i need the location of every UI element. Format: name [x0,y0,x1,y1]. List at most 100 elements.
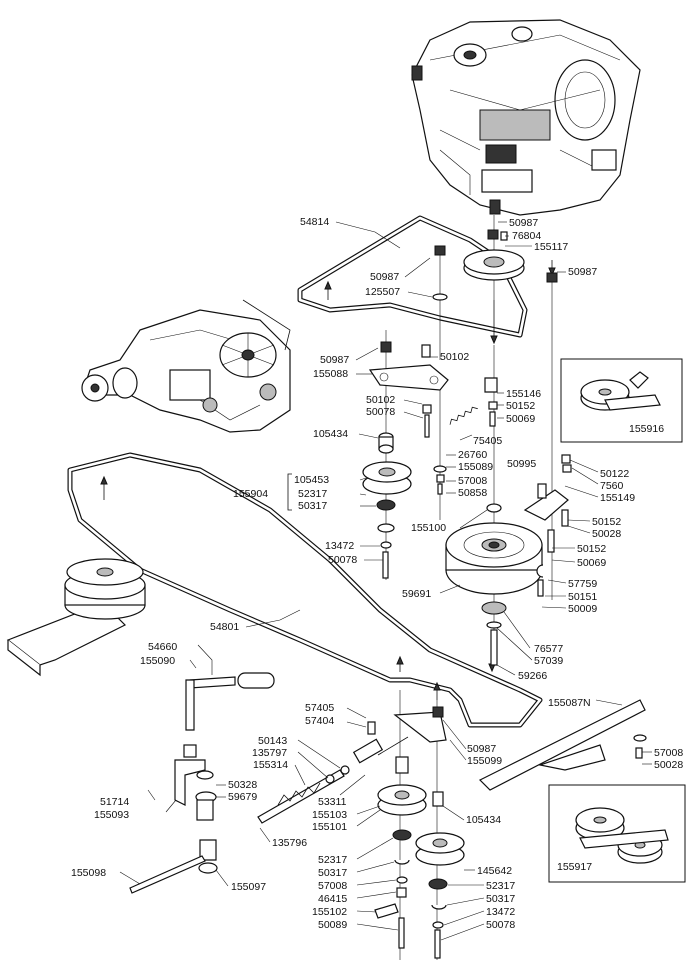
electric-clutch [433,465,543,666]
callout: 46415 [318,893,347,905]
callout: 135796 [272,837,307,849]
callout: 54814 [300,216,329,228]
callout: 52317 [298,488,327,500]
callout: 50317 [298,500,327,512]
callout: 50143 [258,735,287,747]
callout: 105434 [313,428,348,440]
transaxle-leader [242,299,291,351]
callout: 155093 [94,809,129,821]
detail-box-155917 [548,784,686,883]
callout: 57008 [654,747,683,759]
callout: 105453 [294,474,329,486]
callout: 155149 [600,492,635,504]
callout: 50317 [318,867,347,879]
callout: 76804 [512,230,541,242]
callout: 50987 [568,266,597,278]
idler-pulley-155904 [362,461,412,579]
callout: 76577 [534,643,563,655]
lower-idler-pulleys [374,756,465,959]
callout-labels: 54814 50987 76804 155117 50987 50987 125… [71,216,683,931]
tension-spring [277,782,321,806]
callout: 50152 [506,400,535,412]
callout: 51714 [100,796,129,808]
callout: 59266 [518,670,547,682]
callout: 75405 [473,435,502,447]
callout: 50987 [320,354,349,366]
callout: 50078 [328,554,357,566]
idler-nuts [380,245,558,358]
callout: 155087N [548,697,591,709]
callout: 59691 [402,588,431,600]
callout: 50078 [486,919,515,931]
callout: 50317 [486,893,515,905]
callout: 57405 [305,702,334,714]
callout: 155102 [312,906,347,918]
callout: 7560 [600,480,624,492]
callout: 145642 [477,865,512,877]
callout: 155117 [534,241,568,253]
deck-pulley-assembly [6,558,146,677]
callout: 155098 [71,867,106,879]
callout: 50028 [654,759,683,771]
callout: 57008 [458,475,487,487]
leader-lines [119,221,652,941]
callout: 50987 [467,743,496,755]
callout: 13472 [486,906,515,918]
callout: 52317 [318,854,347,866]
deck-bracket [478,699,646,791]
engine-illustration [411,19,641,216]
callout: 155103 [312,809,347,821]
callout: 26760 [458,449,487,461]
callout: 155088 [313,368,348,380]
callout: 50089 [318,919,347,931]
lower-idler-arm [393,711,447,743]
callout: 57759 [568,578,597,590]
callout: 50987 [509,217,538,229]
callout: 52317 [486,880,515,892]
callout: 155916 [629,423,664,435]
spring [449,406,478,425]
callout: 50152 [592,516,621,528]
upper-belt [297,215,528,338]
callout: 135797 [252,747,287,759]
callout: 53311 [318,796,347,808]
long-rod [129,855,206,894]
lower-belt [67,452,543,728]
callout: 50152 [577,543,606,555]
callout: 54801 [210,621,239,633]
callout: 50102 [440,351,469,363]
callout: 155100 [411,522,446,534]
callout: 50122 [600,468,629,480]
callout: 155146 [506,388,541,400]
callout: 50069 [506,413,535,425]
lift-lever [174,672,275,874]
callout: 155090 [140,655,175,667]
callout: 50069 [577,557,606,569]
callout: 50328 [228,779,257,791]
callout: 59679 [228,791,257,803]
callout: 50151 [568,591,597,603]
callout: 155101 [312,821,347,833]
callout: 54660 [148,641,177,653]
callout: 50009 [568,603,597,615]
callout: 50995 [507,458,536,470]
bracket [484,377,498,393]
callout: 155904 [233,488,268,500]
callout: 155314 [253,759,288,771]
callout: 50102 [366,394,395,406]
callout: 155089 [458,461,493,473]
callout: 57039 [534,655,563,667]
idler-arm [368,364,449,391]
callout: 125507 [365,286,400,298]
callout: 50987 [370,271,399,283]
callout: 155097 [231,881,266,893]
transaxle-illustration [81,309,291,433]
callout: 105434 [466,814,501,826]
callout: 155099 [467,755,502,767]
engine-pulley [463,229,525,281]
detail-box-155916 [560,358,683,443]
callout: 155917 [557,861,592,873]
callout: 13472 [325,540,354,552]
callout: 50078 [366,406,395,418]
